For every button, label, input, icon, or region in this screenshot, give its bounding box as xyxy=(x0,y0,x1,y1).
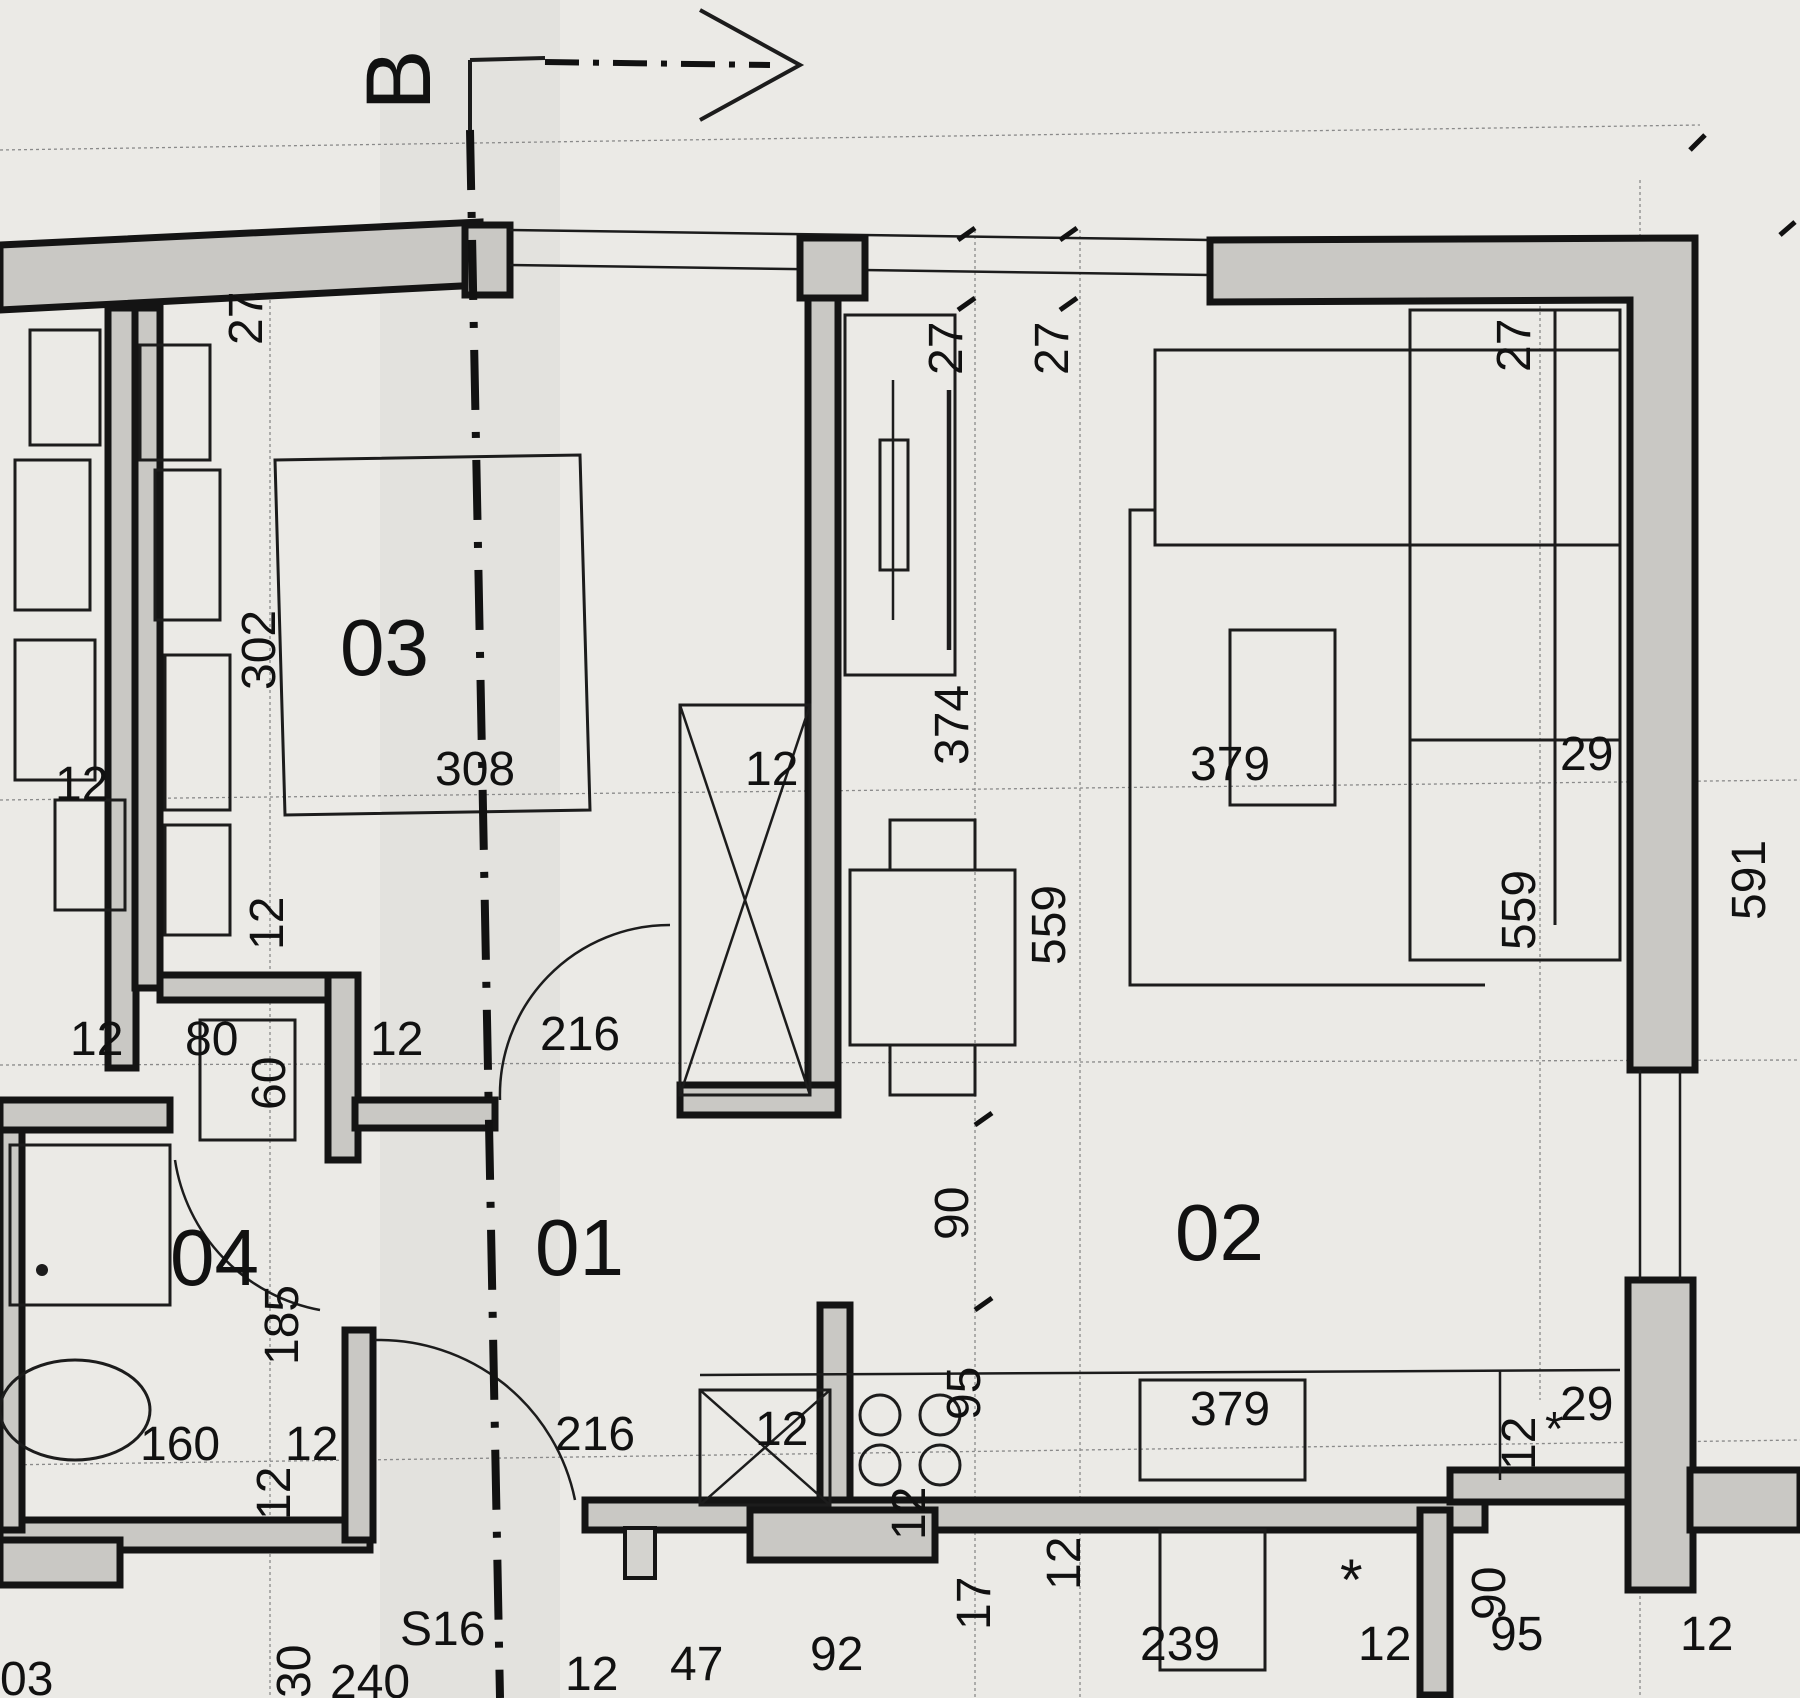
dim-12-j: 12 xyxy=(1038,1537,1091,1590)
dim-160: 160 xyxy=(140,1418,220,1471)
shower-tray xyxy=(8,1143,172,1307)
dim-374: 374 xyxy=(926,685,979,765)
dim-95-a: 95 xyxy=(938,1367,991,1420)
asterisk-icon: * xyxy=(1340,1548,1363,1613)
dimension-ticks xyxy=(956,133,1797,1313)
coffee-table xyxy=(1228,628,1337,807)
dim-12-a: 12 xyxy=(55,758,108,811)
asterisk-icon: * xyxy=(1545,1403,1564,1456)
dim-216-b: 216 xyxy=(555,1408,635,1461)
dim-185: 185 xyxy=(256,1285,309,1365)
dim-12-g: 12 xyxy=(248,1467,301,1520)
dim-12-l: 12 xyxy=(1358,1618,1411,1671)
dim-12-h: 12 xyxy=(755,1403,808,1456)
dim-30: 30 xyxy=(268,1645,321,1698)
room-labels: 03 01 02 04 xyxy=(170,603,1264,1302)
dim-29-a: 29 xyxy=(1560,728,1613,781)
toilet xyxy=(0,1358,152,1462)
dim-27-c: 27 xyxy=(1026,322,1079,375)
dim-12-m: 12 xyxy=(1680,1608,1733,1661)
dim-90-b: 90 xyxy=(1463,1567,1516,1620)
dim-12-e: 12 xyxy=(370,1013,423,1066)
dim-591: 591 xyxy=(1723,840,1776,920)
section-line-b: B xyxy=(348,8,805,1698)
room-label-04: 04 xyxy=(170,1213,259,1302)
dim-379-a: 379 xyxy=(1190,738,1270,791)
dim-239: 239 xyxy=(1140,1618,1220,1671)
section-arrow-icon xyxy=(699,8,805,122)
dim-17: 17 xyxy=(948,1577,1001,1630)
dim-27-b: 27 xyxy=(920,322,973,375)
dim-s16: S16 xyxy=(400,1603,485,1656)
dim-47: 47 xyxy=(670,1638,723,1691)
room-label-01: 01 xyxy=(535,1203,624,1292)
washbasin xyxy=(1158,1528,1267,1672)
dim-216-a: 216 xyxy=(540,1008,620,1061)
dim-27-a: 27 xyxy=(220,292,273,345)
dim-29-b: 29 xyxy=(1560,1378,1613,1431)
dim-03: 03 xyxy=(0,1653,53,1698)
dim-12-f: 12 xyxy=(285,1418,338,1471)
door-arc xyxy=(374,1338,577,1501)
door-arc xyxy=(173,1159,321,1312)
dim-12-i: 12 xyxy=(883,1487,936,1540)
dim-559-b: 559 xyxy=(1493,870,1546,950)
door-arc xyxy=(498,923,671,1101)
dim-379-b: 379 xyxy=(1190,1383,1270,1436)
room-label-02: 02 xyxy=(1175,1188,1264,1277)
dim-92: 92 xyxy=(810,1628,863,1681)
dim-95-b: 95 xyxy=(1490,1608,1543,1661)
symbols: * * xyxy=(1340,1403,1564,1613)
dim-80: 80 xyxy=(185,1013,238,1066)
dim-90-a: 90 xyxy=(926,1187,979,1240)
dim-12-k: 12 xyxy=(1493,1417,1546,1470)
dim-12-d: 12 xyxy=(70,1013,123,1066)
kitchen-sink xyxy=(1138,1378,1307,1482)
dim-27-d: 27 xyxy=(1488,319,1541,372)
dim-559-a: 559 xyxy=(1023,885,1076,965)
dim-302: 302 xyxy=(233,610,286,690)
dim-308: 308 xyxy=(435,743,515,796)
furniture xyxy=(0,308,1622,1672)
section-label: B xyxy=(348,49,450,110)
dim-12-n: 12 xyxy=(565,1648,618,1698)
dim-12-c: 12 xyxy=(241,897,294,950)
dim-12-b: 12 xyxy=(745,743,798,796)
dim-60: 60 xyxy=(243,1057,296,1110)
dimension-labels: 27 27 27 27 302 308 374 379 379 29 29 59… xyxy=(0,292,1776,1698)
dim-240: 240 xyxy=(330,1656,410,1698)
room-label-03: 03 xyxy=(340,603,429,692)
